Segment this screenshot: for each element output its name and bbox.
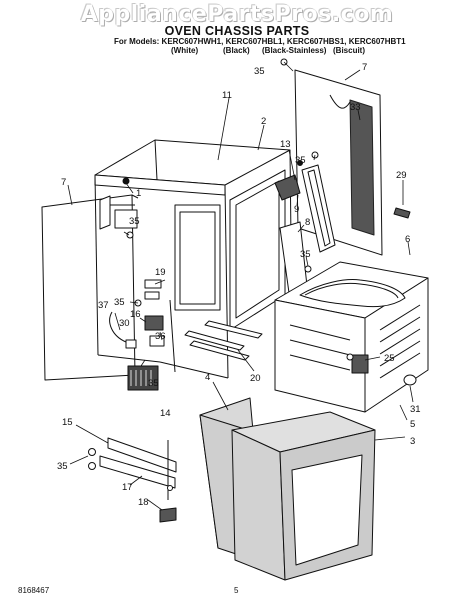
callout-37: 37 (98, 300, 109, 311)
callout-13: 13 (280, 139, 291, 150)
callout-4: 4 (205, 372, 210, 383)
callout-7-right: 7 (362, 62, 367, 73)
control-components (109, 279, 165, 391)
callout-20: 20 (250, 373, 261, 384)
callout-35-top: 35 (254, 66, 265, 77)
callout-35-vent: 35 (295, 155, 306, 166)
models-line: For Models: KERC607HWH1, KERC607HBL1, KE… (114, 37, 406, 46)
callout-29: 29 (396, 170, 407, 181)
color-black: (Black) (223, 46, 250, 55)
oven-chassis-frame (94, 139, 293, 379)
callout-11: 11 (222, 90, 232, 101)
callout-33: 33 (350, 102, 361, 113)
callout-30: 30 (119, 318, 130, 329)
callout-numbers: 1 2 3 4 5 6 7 7 8 9 11 13 14 15 16 17 18… (57, 62, 421, 508)
callout-8: 8 (305, 217, 310, 228)
watermark-text: AppliancePartsPros.com (80, 2, 394, 27)
color-black-stainless: (Black-Stainless) (262, 46, 327, 55)
leader-lines (67, 61, 414, 511)
callout-25: 25 (384, 353, 395, 364)
callout-6: 6 (405, 234, 410, 245)
callout-7-left: 7 (61, 177, 66, 188)
insulation-blanket (199, 397, 376, 581)
callout-2: 2 (261, 116, 266, 127)
callout-35-bottom: 35 (148, 378, 159, 389)
doc-number: 8168467 (18, 586, 50, 595)
color-white: (White) (171, 46, 199, 55)
callout-5: 5 (410, 419, 415, 430)
callout-3: 3 (410, 436, 415, 447)
callout-14: 14 (160, 408, 171, 419)
callout-31: 31 (410, 404, 421, 415)
oven-liner (274, 261, 429, 413)
callout-35-left: 35 (129, 216, 140, 227)
callout-17: 17 (122, 482, 133, 493)
page-title: OVEN CHASSIS PARTS (164, 24, 310, 38)
callout-15: 15 (62, 417, 73, 428)
leveling-bracket (88, 437, 177, 523)
callout-35-bracket-lower: 35 (57, 461, 68, 472)
page-number: 5 (234, 586, 239, 595)
callout-1: 1 (136, 188, 141, 199)
bottom-rails (184, 320, 263, 361)
callout-35-cluster: 35 (114, 297, 125, 308)
vent-channel (274, 151, 336, 301)
callout-36: 36 (155, 331, 166, 342)
callout-35-liner: 35 (300, 249, 311, 260)
callout-18: 18 (138, 497, 149, 508)
callout-19: 19 (155, 267, 166, 278)
color-biscuit: (Biscuit) (333, 46, 365, 55)
callout-16: 16 (130, 309, 141, 320)
small-fasteners (393, 207, 417, 386)
screws-35 (126, 58, 312, 307)
callout-9: 9 (294, 204, 299, 215)
